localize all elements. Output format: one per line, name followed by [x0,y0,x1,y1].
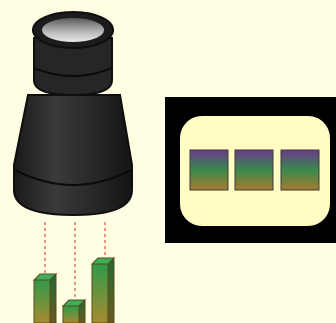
thumbnail [234,149,274,191]
bar [90,256,116,323]
lens-glass [42,18,104,42]
thumbnail [189,149,229,191]
lens-neck-ring [33,67,113,77]
lens-band [14,169,132,186]
lens-body [13,94,133,217]
bar [61,298,87,323]
thumbnail [280,149,320,191]
bar [32,272,58,323]
lens-neck [33,37,113,97]
bar-chart-icon [32,256,116,323]
camera-lens-icon [13,11,133,217]
thumbnail-strip-icon [165,97,336,243]
light-beams [44,222,106,300]
